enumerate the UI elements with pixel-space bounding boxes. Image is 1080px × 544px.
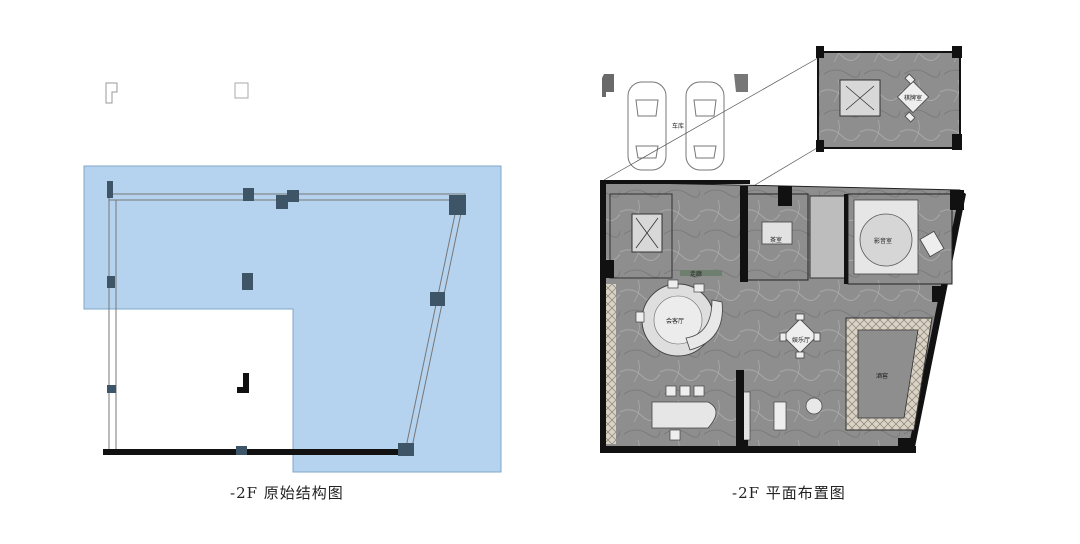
small-block-right bbox=[734, 74, 748, 92]
inset-card-table bbox=[896, 73, 930, 123]
structure-columns bbox=[107, 181, 466, 456]
small-outline-right bbox=[234, 82, 249, 99]
bar-table bbox=[773, 401, 787, 431]
small-block-left bbox=[602, 74, 614, 97]
cinema-chair bbox=[919, 230, 945, 258]
room-label-corridor: 走廊 bbox=[690, 270, 702, 278]
inset-room-floor bbox=[817, 51, 961, 149]
room-label-tea: 茶室 bbox=[770, 236, 782, 244]
tea-table bbox=[761, 221, 793, 245]
room-label-living: 会客厅 bbox=[666, 317, 684, 325]
bathroom bbox=[809, 195, 847, 279]
small-outline-left bbox=[105, 82, 118, 104]
inset-stair-mark bbox=[845, 85, 875, 111]
living-room-sofa bbox=[685, 299, 723, 351]
lounge-chairs bbox=[665, 385, 705, 441]
floor-layout-plan: 车库 棋牌室 bbox=[540, 0, 1080, 540]
inset-columns bbox=[816, 46, 962, 152]
original-structure-drawing bbox=[83, 82, 502, 473]
living-room-table-inner bbox=[653, 295, 703, 345]
right-plan-caption: -2F 平面布置图 bbox=[732, 484, 846, 502]
corridor-sign bbox=[680, 270, 722, 276]
living-room-chairs bbox=[635, 279, 705, 323]
lounge-sofa bbox=[651, 401, 717, 429]
structure-area bbox=[83, 165, 502, 473]
wine-cellar-inner bbox=[857, 329, 919, 419]
room-label-wine: 酒窖 bbox=[876, 372, 888, 380]
interior-walls bbox=[600, 186, 964, 452]
entertainment-table bbox=[779, 313, 821, 359]
bar-plant bbox=[805, 397, 823, 415]
stair-mark bbox=[635, 217, 659, 249]
original-structure-plan: -2F 原始结构图 bbox=[0, 0, 540, 540]
room-label-upper: 棋牌室 bbox=[904, 94, 922, 102]
left-plan-caption: -2F 原始结构图 bbox=[230, 484, 344, 502]
inset-leader-lines bbox=[603, 57, 823, 189]
floor-layout-drawing: 车库 棋牌室 bbox=[600, 46, 966, 453]
garage-cars bbox=[627, 81, 725, 171]
left-tiled-wall bbox=[606, 284, 616, 444]
room-label-entertainment: 娱乐厅 bbox=[792, 336, 810, 344]
room-label-garage: 车库 bbox=[672, 122, 684, 130]
bottom-wall bbox=[103, 449, 413, 455]
room-label-cinema: 影音室 bbox=[874, 237, 892, 245]
cinema-rug bbox=[859, 213, 913, 267]
l-column bbox=[237, 373, 249, 393]
